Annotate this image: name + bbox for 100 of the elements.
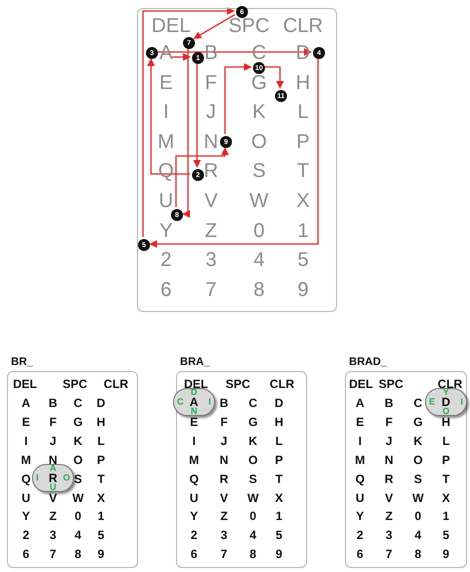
key-label: 5 <box>276 529 282 542</box>
key-label: 2 <box>356 529 364 542</box>
key-label: 4 <box>253 250 265 270</box>
key-label: 6 <box>22 548 30 560</box>
key-label: J <box>206 102 216 122</box>
key-label: W <box>247 492 259 504</box>
arrow <box>147 58 190 175</box>
typed-text: BR_ <box>11 357 34 368</box>
key-label: C <box>74 397 82 409</box>
typed-text: BRA_ <box>180 357 210 368</box>
key-label: 9 <box>98 548 104 560</box>
key-label: E <box>190 416 198 428</box>
key-label: 6 <box>356 548 364 560</box>
lens-letter: N <box>190 407 198 416</box>
key-label: 0 <box>250 510 256 522</box>
key-label: Q <box>355 472 365 485</box>
key-label: 3 <box>205 250 217 270</box>
key-label: T <box>275 472 283 485</box>
key-label: A <box>22 397 30 409</box>
lens-letter: I <box>208 398 211 406</box>
lens-letter: A <box>50 464 56 473</box>
key-label: 9 <box>276 548 282 560</box>
arrow <box>265 66 284 89</box>
key-label: CLR <box>104 378 128 390</box>
key-label: 2 <box>190 529 198 542</box>
key-label: A <box>356 397 364 409</box>
key-label: 6 <box>160 280 172 300</box>
key-label: 8 <box>253 280 265 300</box>
key-label: 1 <box>297 220 309 241</box>
key-label: G <box>73 416 83 428</box>
key-label: M <box>189 454 199 466</box>
key-label: 2 <box>22 529 30 542</box>
key-label: 0 <box>414 510 422 522</box>
key-label: Z <box>220 510 228 522</box>
key-label: U <box>22 492 30 504</box>
key-label: G <box>248 416 258 428</box>
key-label: H <box>296 72 310 93</box>
key-label: K <box>252 102 266 122</box>
key-label: SPC <box>62 378 88 390</box>
lens-letter: O <box>62 473 70 482</box>
key-label: T <box>296 161 310 182</box>
key-label: 8 <box>74 548 82 560</box>
key-label: 8 <box>414 548 422 560</box>
key-label: N <box>384 454 394 466</box>
key-label: I <box>192 434 196 447</box>
key-label: R <box>204 161 218 182</box>
key-label: M <box>21 454 31 466</box>
key-label: O <box>413 454 423 466</box>
lens-letter: A <box>190 396 198 408</box>
arrow <box>158 48 312 56</box>
key-label: 4 <box>74 529 82 542</box>
key-label: S <box>252 161 266 182</box>
key-label: K <box>248 434 258 447</box>
key-label: SPC <box>228 16 270 36</box>
key-label: V <box>204 191 218 211</box>
key-label: X <box>275 492 283 504</box>
key-label: Y <box>356 510 364 522</box>
magnifier-lens <box>32 464 74 492</box>
key-label: DEL <box>184 378 208 390</box>
key-label: CLR <box>270 378 294 390</box>
key-label: V <box>49 492 57 504</box>
key-label: X <box>296 191 310 211</box>
arrow <box>142 7 235 237</box>
key-label: L <box>97 434 105 447</box>
key-label: P <box>275 454 283 466</box>
key-label: F <box>49 416 57 428</box>
key-label: U <box>158 191 174 211</box>
key-label: F <box>220 416 228 428</box>
key-label: C <box>414 397 422 409</box>
arrow <box>193 64 201 168</box>
key-label: E <box>356 416 364 428</box>
key-label: O <box>248 454 258 466</box>
lens-letter: C <box>177 398 184 406</box>
key-label: 2 <box>160 250 172 270</box>
key-label: V <box>385 492 393 504</box>
lens-letter: R <box>48 472 58 484</box>
lens-letter: I <box>36 473 39 482</box>
arrow <box>175 147 229 207</box>
key-label: H <box>442 416 450 428</box>
key-label: S <box>414 472 422 485</box>
lens-letter: E <box>429 398 436 406</box>
key-label: R <box>220 472 228 485</box>
lens-letter: D <box>442 396 450 408</box>
arrow <box>172 53 191 61</box>
key-label: Q <box>189 472 199 485</box>
key-label: N <box>48 454 58 466</box>
key-label: K <box>414 434 422 447</box>
key-label: B <box>220 397 228 409</box>
key-label: U <box>190 492 198 504</box>
key-label: DEL <box>13 378 37 390</box>
lens-letter: Y <box>443 388 449 397</box>
key-label: Y <box>22 510 30 522</box>
key-label: 4 <box>250 529 256 542</box>
key-label: Z <box>204 220 218 241</box>
magnifier-lens <box>173 388 215 416</box>
key-label: D <box>274 397 284 409</box>
key-label: 0 <box>74 510 82 522</box>
key-label: D <box>96 397 106 409</box>
key-label: 1 <box>442 510 450 522</box>
key-label: 9 <box>297 280 309 300</box>
